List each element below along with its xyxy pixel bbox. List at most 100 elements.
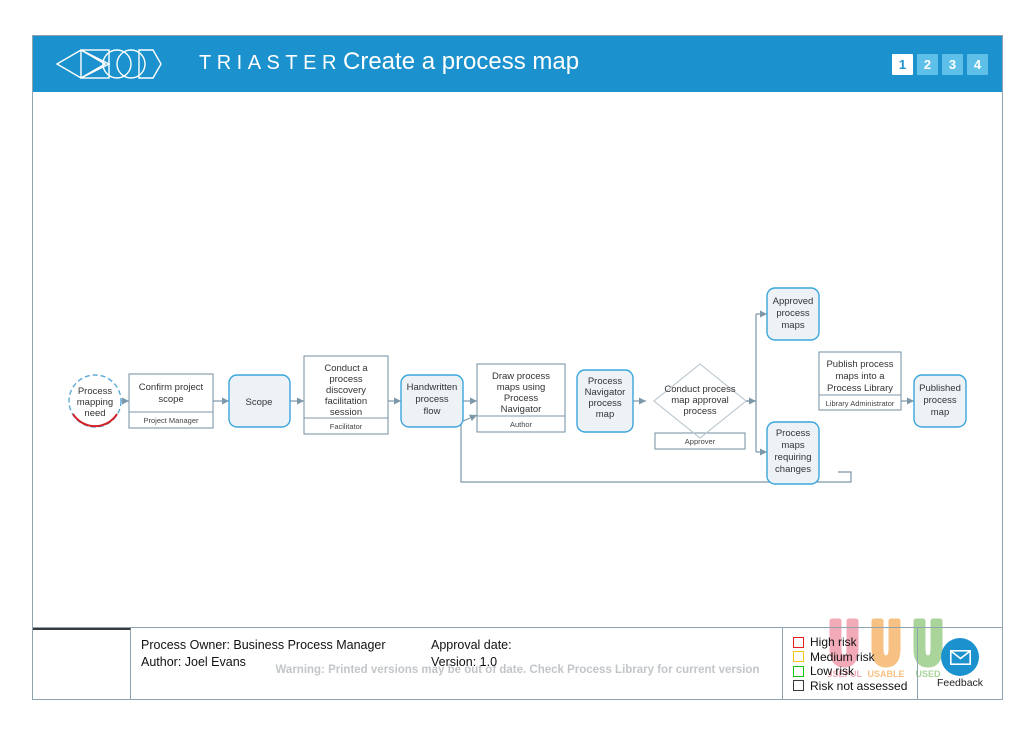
node-navigator-line1: Process xyxy=(588,376,623,387)
node-confirm-scope-line1: Confirm project xyxy=(139,382,204,393)
node-scope[interactable]: Scope xyxy=(228,374,291,428)
risk-swatch-medium-icon xyxy=(793,651,804,663)
node-published-line1: Published xyxy=(919,383,961,394)
decision-branch-arrows xyxy=(756,310,767,456)
page-badge-3[interactable]: 3 xyxy=(942,54,963,75)
brand-name: TRIASTER xyxy=(199,52,342,74)
process-map-canvas: Process mapping need Confirm project sco… xyxy=(33,92,1002,679)
risk-label-high: High risk xyxy=(810,635,857,650)
page-badge-group: 1 2 3 4 xyxy=(892,54,988,75)
node-conduct-discovery-line3: discovery xyxy=(326,385,366,396)
node-approval-line2: map approval xyxy=(671,395,729,406)
footer-logo-cell xyxy=(33,628,131,699)
feedback-button[interactable]: Feedback xyxy=(918,628,1002,699)
node-published-line3: map xyxy=(931,407,949,418)
node-navigator-line3: process xyxy=(588,398,622,409)
risk-row-not-assessed: Risk not assessed xyxy=(793,679,917,694)
node-handwritten-line3: flow xyxy=(424,406,441,417)
approval-date-text: Approval date: xyxy=(431,638,512,652)
uuu-label-used: USED xyxy=(915,669,941,679)
node-navigator-line4: map xyxy=(596,409,614,420)
node-draw-maps[interactable]: Draw process maps using Process Navigato… xyxy=(476,363,566,433)
print-warning: Warning: Printed versions may be out of … xyxy=(275,664,760,676)
envelope-icon[interactable] xyxy=(941,638,979,676)
node-navigator-line2: Navigator xyxy=(585,387,626,398)
node-approval-line3: process xyxy=(683,406,717,417)
node-published-map[interactable]: Published process map xyxy=(913,374,967,428)
node-conduct-discovery[interactable]: Conduct a process discovery facilitation… xyxy=(303,355,389,435)
risk-row-low: Low risk xyxy=(793,664,917,679)
feedback-label: Feedback xyxy=(936,677,984,689)
flowchart: Process mapping need Confirm project sco… xyxy=(68,287,967,485)
node-approval-decision[interactable]: Approver Conduct process map approval pr… xyxy=(653,363,747,450)
node-draw-maps-line4: Navigator xyxy=(501,404,542,415)
node-approved-maps[interactable]: Approved process maps xyxy=(766,287,820,341)
footer-meta-left: Process Owner: Business Process Manager … xyxy=(141,637,431,699)
node-approved-line1: Approved xyxy=(773,296,814,307)
node-start-line1: Process xyxy=(78,386,113,397)
node-approval-line1: Conduct process xyxy=(664,384,736,395)
node-handwritten-line2: process xyxy=(415,394,449,405)
node-scope-label: Scope xyxy=(246,397,273,408)
risk-swatch-low-icon xyxy=(793,665,804,677)
process-map-page: TRIASTER Create a process map 1 2 3 4 xyxy=(32,35,1003,700)
envelope-glyph xyxy=(949,649,971,665)
node-start-line2: mapping xyxy=(77,397,113,408)
node-draw-maps-role: Author xyxy=(510,420,533,429)
u-shape-used xyxy=(913,618,943,668)
process-owner-text: Process Owner: Business Process Manager xyxy=(141,638,386,652)
node-maps-requiring-changes[interactable]: Process maps requiring changes xyxy=(766,421,820,485)
u-shape-usable xyxy=(871,618,901,668)
footer-metadata: Process Owner: Business Process Manager … xyxy=(131,628,783,699)
node-confirm-scope[interactable]: Confirm project scope Project Manager xyxy=(128,373,214,429)
rework-loop-connector xyxy=(460,415,852,483)
version-text: Version: 1.0 xyxy=(431,654,498,669)
risk-row-high: High risk xyxy=(793,635,917,650)
node-handwritten-flow[interactable]: Handwritten process flow xyxy=(400,374,464,428)
useful-usable-used-logo: USEFUL USABLE USED xyxy=(828,618,943,679)
page-badge-1[interactable]: 1 xyxy=(892,54,913,75)
u-shape-useful xyxy=(829,618,859,668)
node-changes-line2: maps xyxy=(781,440,804,451)
node-conduct-discovery-line1: Conduct a xyxy=(324,363,368,374)
risk-legend: High risk Medium risk Low risk Risk not … xyxy=(783,628,918,699)
uuu-label-useful: USEFUL xyxy=(828,669,863,679)
risk-label-not-assessed: Risk not assessed xyxy=(810,678,908,693)
node-draw-maps-line1: Draw process xyxy=(492,371,550,382)
node-approved-line2: process xyxy=(776,308,810,319)
node-draw-maps-line2: maps using xyxy=(497,382,546,393)
node-approved-line3: maps xyxy=(781,320,804,331)
page-badge-2[interactable]: 2 xyxy=(917,54,938,75)
risk-row-medium: Medium risk xyxy=(793,650,917,665)
node-handwritten-line1: Handwritten xyxy=(407,382,458,393)
node-confirm-scope-line2: scope xyxy=(158,394,183,405)
node-changes-line1: Process xyxy=(776,428,811,439)
triaster-logo-icon xyxy=(55,49,162,79)
node-publish-line3: Process Library xyxy=(827,383,893,394)
node-start[interactable]: Process mapping need xyxy=(68,374,122,428)
node-conduct-discovery-line4: facilitation xyxy=(325,396,367,407)
node-conduct-discovery-role: Facilitator xyxy=(330,422,363,431)
node-publish-maps[interactable]: Publish process maps into a Process Libr… xyxy=(818,351,902,411)
node-published-line2: process xyxy=(923,395,957,406)
rework-loop-arrow xyxy=(460,414,478,423)
node-approval-role: Approver xyxy=(685,437,716,446)
page-title: Create a process map xyxy=(343,48,580,75)
decision-branches xyxy=(746,314,757,452)
risk-swatch-not-assessed-icon xyxy=(793,680,804,692)
node-publish-line2: maps into a xyxy=(835,371,885,382)
node-start-line3: need xyxy=(84,408,105,419)
node-draw-maps-line3: Process xyxy=(504,393,539,404)
page-badge-4[interactable]: 4 xyxy=(967,54,988,75)
page-footer: Process Owner: Business Process Manager … xyxy=(33,627,1002,699)
risk-swatch-high-icon xyxy=(793,636,804,648)
node-changes-line4: changes xyxy=(775,464,811,475)
node-conduct-discovery-line2: process xyxy=(329,374,363,385)
node-confirm-scope-role: Project Manager xyxy=(143,416,199,425)
node-publish-line1: Publish process xyxy=(826,359,893,370)
node-conduct-discovery-line5: session xyxy=(330,407,362,418)
node-navigator-map[interactable]: Process Navigator process map xyxy=(576,369,634,433)
page-header: TRIASTER Create a process map 1 2 3 4 xyxy=(33,36,1002,92)
risk-label-medium: Medium risk xyxy=(810,649,875,664)
risk-label-low: Low risk xyxy=(810,664,855,679)
